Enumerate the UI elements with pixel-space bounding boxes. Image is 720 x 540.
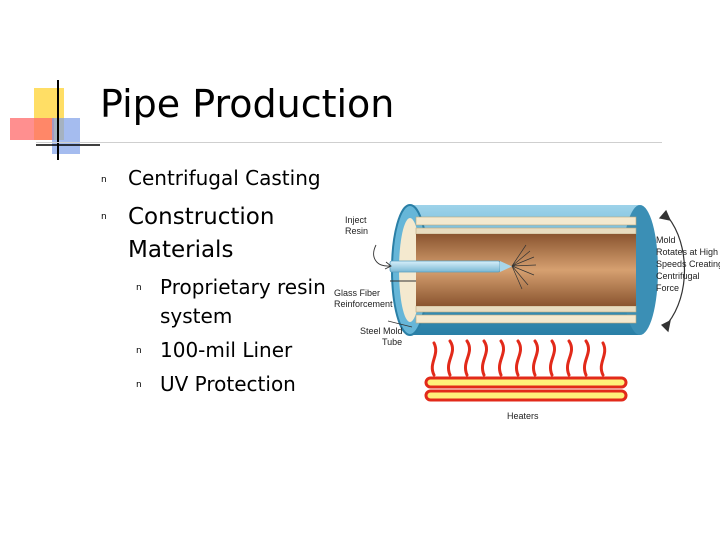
label-glass-fiber: Glass Fiber bbox=[334, 288, 380, 298]
injection-nozzle bbox=[389, 260, 512, 273]
title-decoration bbox=[10, 80, 100, 160]
bullet-marker: n bbox=[101, 212, 107, 222]
rotation-arrow bbox=[658, 209, 686, 333]
label-mold: Mold bbox=[656, 235, 676, 245]
sub-bullet-uv: UV Protection bbox=[160, 372, 296, 396]
label-inject: Inject bbox=[345, 215, 367, 225]
label-force: Force bbox=[656, 283, 679, 293]
annotation-arrows bbox=[373, 244, 416, 328]
sub-bullet-resin-line2: system bbox=[160, 304, 233, 328]
label-rotates: Rotates at High bbox=[656, 247, 718, 257]
bullet-construction-line2: Materials bbox=[128, 237, 234, 263]
page-title: Pipe Production bbox=[100, 82, 395, 126]
bullet-marker: n bbox=[101, 175, 107, 185]
sub-bullet-marker: n bbox=[136, 346, 142, 356]
label-reinforcement: Reinforcement bbox=[334, 299, 393, 309]
sub-bullet-marker: n bbox=[136, 283, 142, 293]
label-tube: Tube bbox=[382, 337, 402, 347]
title-divider bbox=[36, 142, 662, 143]
label-steel-mold: Steel Mold bbox=[360, 326, 403, 336]
label-speeds: Speeds Creating bbox=[656, 259, 720, 269]
label-heaters: Heaters bbox=[507, 411, 539, 421]
decor-red-bar bbox=[10, 118, 54, 140]
sub-bullet-liner: 100-mil Liner bbox=[160, 338, 293, 362]
heater-coils bbox=[424, 376, 628, 402]
heater-flames bbox=[430, 339, 607, 377]
decor-blue-square bbox=[52, 118, 80, 154]
label-centrifugal: Centrifugal bbox=[656, 271, 700, 281]
glass-fiber-layer bbox=[415, 216, 637, 324]
bullet-centrifugal-casting: Centrifugal Casting bbox=[128, 166, 321, 190]
sub-bullet-resin-line1: Proprietary resin bbox=[160, 275, 326, 299]
sub-bullet-marker: n bbox=[136, 380, 142, 390]
resin-spray-lines bbox=[511, 244, 537, 290]
label-resin: Resin bbox=[345, 226, 368, 236]
bullet-construction-line1: Construction bbox=[128, 204, 275, 230]
pipe-casting-diagram: Inject Resin Glass Fiber Reinforcement S… bbox=[334, 204, 720, 421]
